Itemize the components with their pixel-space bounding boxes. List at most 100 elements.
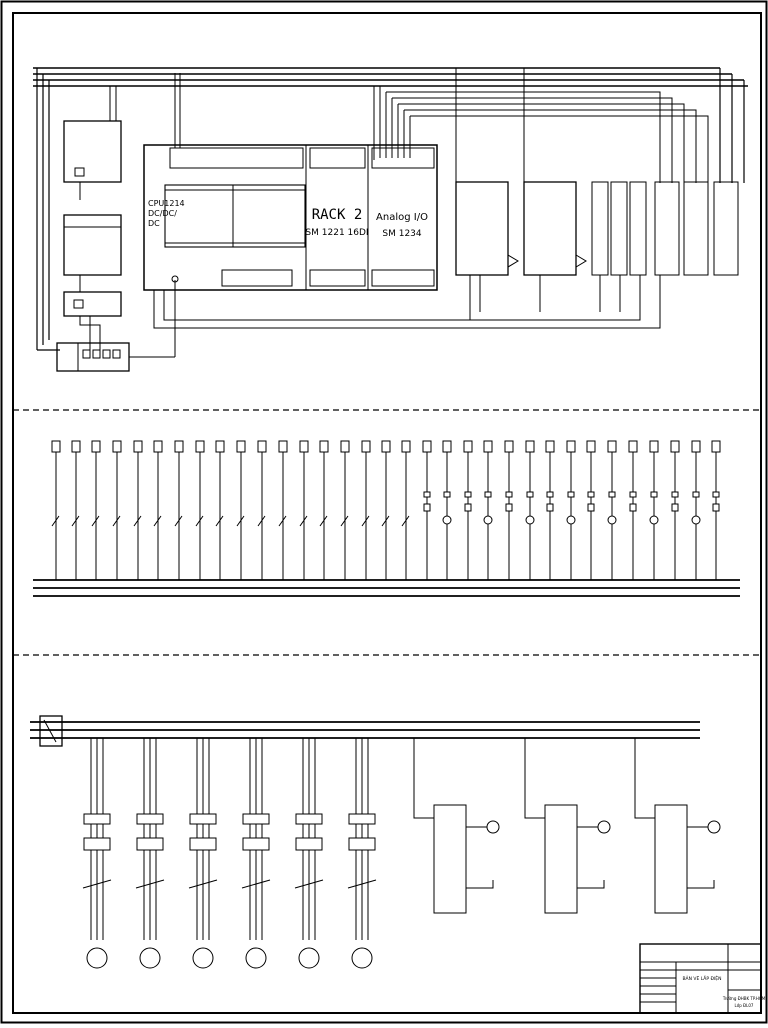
terminal-block <box>691 440 701 453</box>
switch-contact <box>340 515 349 527</box>
input-channel <box>299 440 309 580</box>
relay-coil <box>671 503 679 512</box>
motor-icon <box>192 947 214 969</box>
overload-relay <box>348 837 376 851</box>
analog-io-title: Analog I/O <box>376 212 428 223</box>
terminal-block <box>299 440 309 453</box>
terminal-block <box>628 440 638 453</box>
terminal-block <box>401 440 411 453</box>
input-channel <box>340 440 350 580</box>
overload-relay <box>83 837 111 851</box>
relay-coil <box>587 503 595 512</box>
switch-contact <box>319 515 328 527</box>
input-channel <box>112 440 122 580</box>
terminal-block <box>545 440 555 453</box>
output-channel <box>607 440 617 580</box>
input-channel <box>215 440 225 580</box>
switch-contact <box>299 515 308 527</box>
output-channel <box>628 440 638 580</box>
fuse <box>294 879 324 889</box>
terminal-block <box>381 440 391 453</box>
relay-coil <box>423 503 431 512</box>
terminal-block <box>51 440 61 453</box>
terminal-block <box>340 440 350 453</box>
relay-coil <box>629 503 637 512</box>
input-channel <box>91 440 101 580</box>
contactor <box>83 813 111 825</box>
input-channel <box>361 440 371 580</box>
rack-title: RACK 2 <box>312 207 363 223</box>
lamp-icon <box>566 515 576 525</box>
terminal-block <box>257 440 267 453</box>
input-channel <box>71 440 81 580</box>
terminal-block <box>71 440 81 453</box>
terminal-block <box>711 440 721 453</box>
cpu-label-line-1: CPU1214 <box>148 199 185 208</box>
input-channel <box>195 440 205 580</box>
input-channel <box>174 440 184 580</box>
title-block-drawing-name: BẢN VẼ LẮP ĐIỆN <box>682 974 721 982</box>
motor-icon <box>351 947 373 969</box>
inverter-drive <box>524 738 611 914</box>
output-channel <box>422 440 432 580</box>
input-channel <box>401 440 411 580</box>
title-block-school-line-2: Lớp ĐL07 <box>735 1003 754 1008</box>
terminal-block <box>133 440 143 453</box>
input-channel <box>319 440 329 580</box>
input-channel <box>51 440 61 580</box>
lamp-icon <box>607 515 617 525</box>
switch-contact <box>112 515 121 527</box>
input-channel <box>257 440 267 580</box>
motor-branch <box>347 738 377 969</box>
switch-contact <box>215 515 224 527</box>
switch-contact <box>381 515 390 527</box>
terminal-block <box>670 440 680 453</box>
fuse <box>347 879 377 889</box>
overload-relay <box>295 837 323 851</box>
terminal-block <box>153 440 163 453</box>
terminal-block <box>566 440 576 453</box>
contactor <box>348 813 376 825</box>
lamp-icon <box>442 515 452 525</box>
motor-branch <box>135 738 165 969</box>
terminal-block <box>586 440 596 453</box>
switch-contact <box>236 515 245 527</box>
rack-model: SM 1221 16DI <box>305 228 368 238</box>
output-channel <box>691 440 701 580</box>
output-channel <box>463 440 473 580</box>
overload-relay <box>136 837 164 851</box>
relay-coil <box>505 503 513 512</box>
terminal-block <box>236 440 246 453</box>
terminal-block <box>319 440 329 453</box>
output-channel <box>670 440 680 580</box>
contactor <box>242 813 270 825</box>
power-circuit-section <box>30 715 721 969</box>
inverter-box <box>654 804 688 914</box>
motor-icon <box>486 820 500 834</box>
output-channel <box>649 440 659 580</box>
cpu-label-line-2: DC/DC/ <box>148 209 177 218</box>
output-channel <box>483 440 493 580</box>
switch-contact <box>133 515 142 527</box>
terminal-block <box>525 440 535 453</box>
terminal-block <box>361 440 371 453</box>
switch-contact <box>174 515 183 527</box>
terminal-block <box>422 440 432 453</box>
motor-icon <box>139 947 161 969</box>
relay-coil <box>546 503 554 512</box>
switch-contact <box>401 515 410 527</box>
lamp-icon <box>525 515 535 525</box>
terminal-block <box>607 440 617 453</box>
fuse <box>188 879 218 889</box>
switch-contact <box>153 515 162 527</box>
switch-contact <box>51 515 60 527</box>
contactor <box>136 813 164 825</box>
switch-contact <box>257 515 266 527</box>
output-channel <box>525 440 535 580</box>
lamp-icon <box>649 515 659 525</box>
overload-relay <box>189 837 217 851</box>
inverter-box <box>433 804 467 914</box>
plc-wiring-section <box>33 67 748 372</box>
